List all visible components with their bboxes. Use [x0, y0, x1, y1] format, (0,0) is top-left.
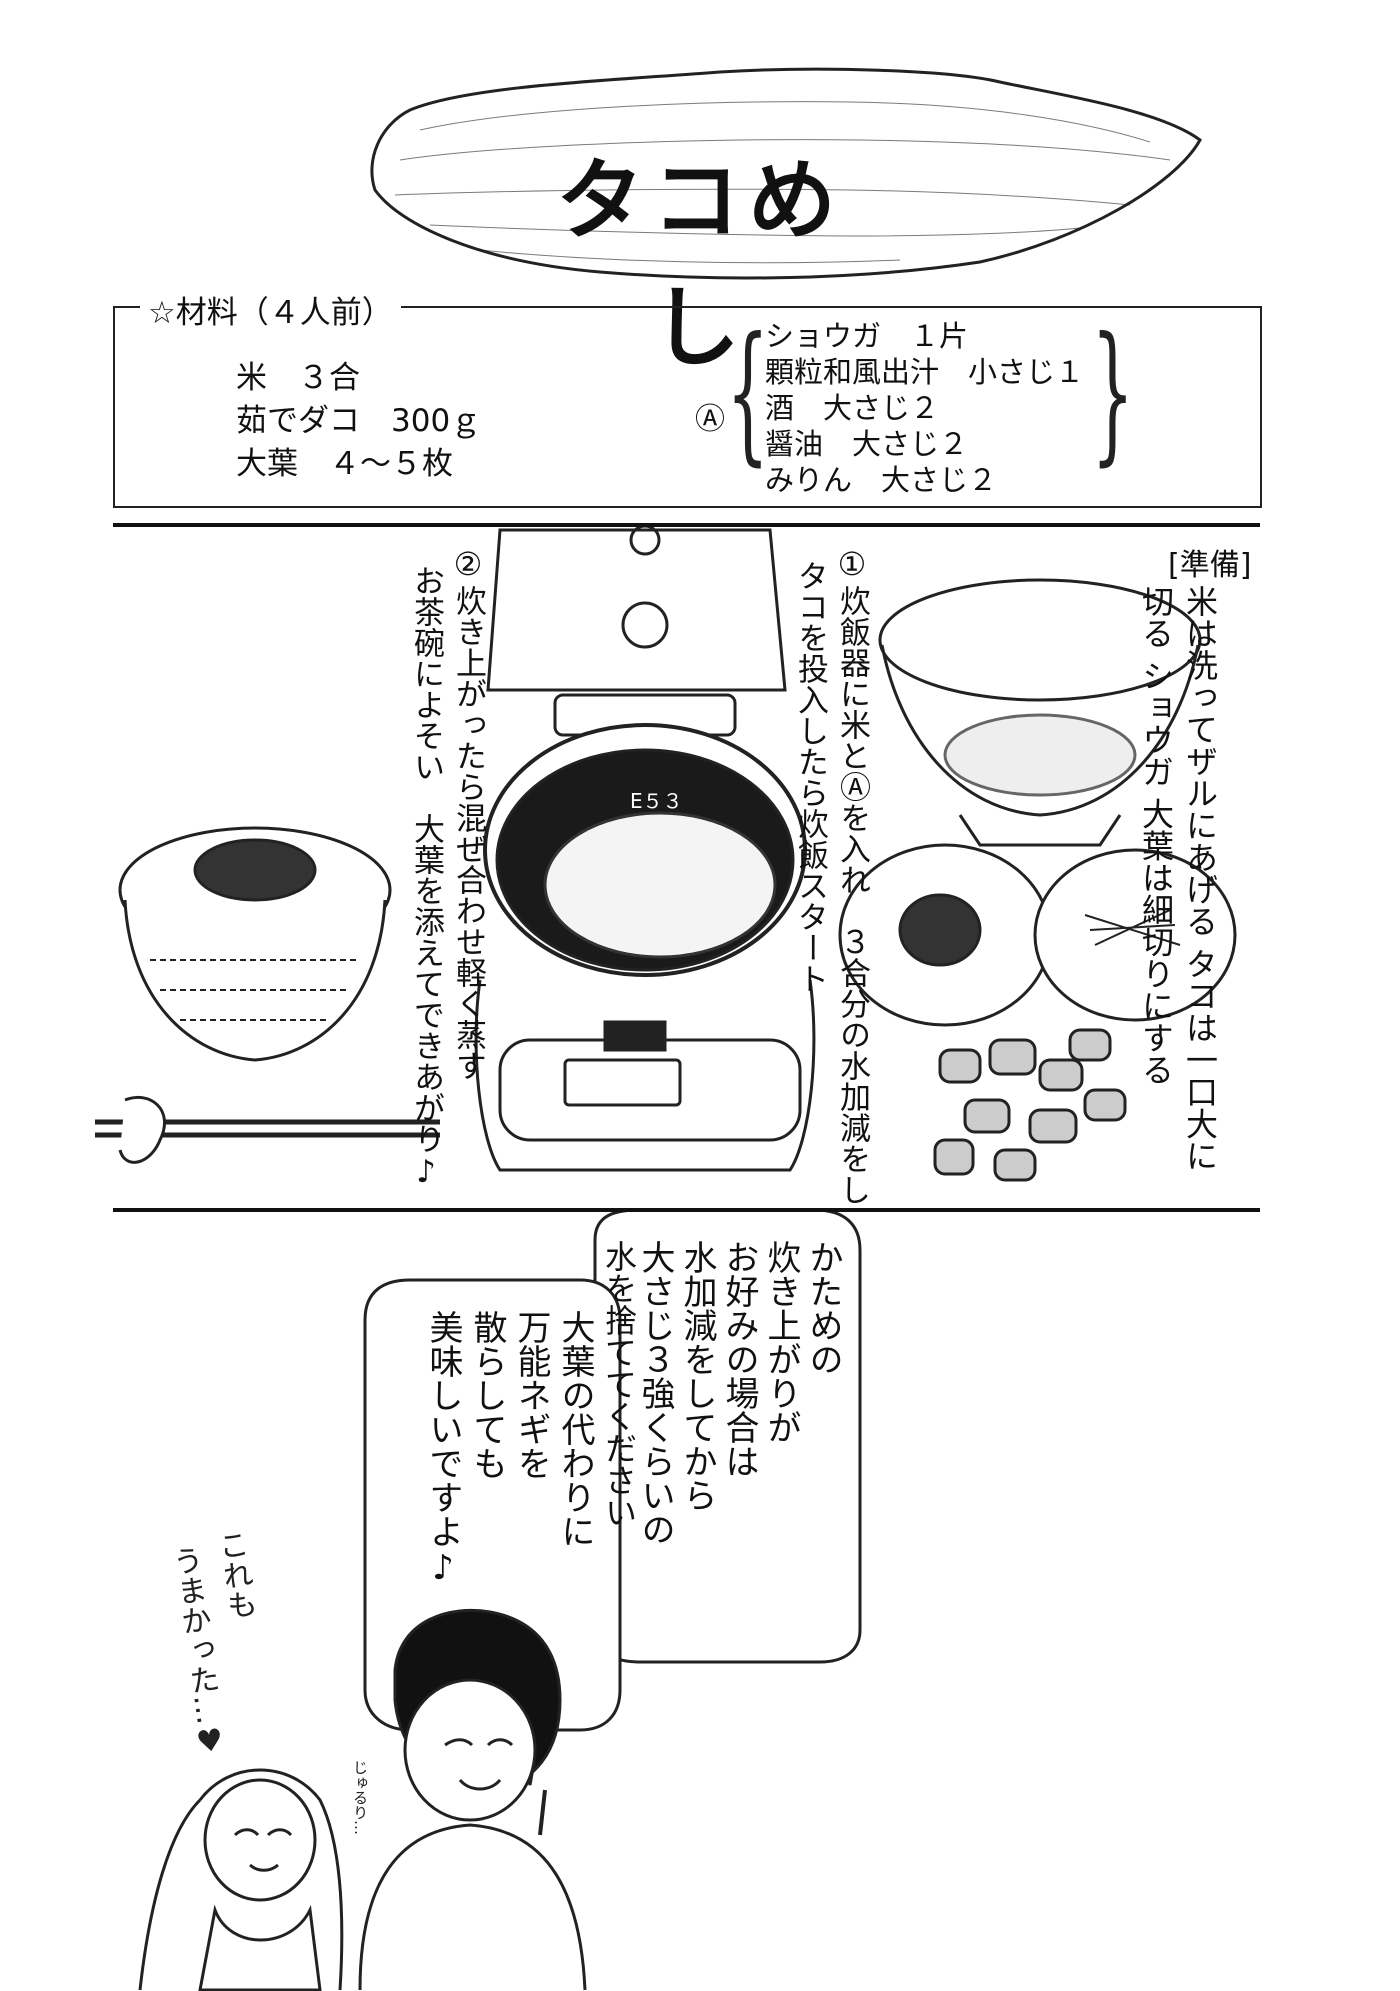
right-brace: }	[1091, 306, 1135, 480]
step2-number: ②	[449, 545, 487, 583]
left-brace: {	[726, 306, 770, 480]
ingredient-item: 大葉 ４～５枚	[236, 446, 453, 482]
seasoning-item: みりん 大さじ２	[765, 463, 998, 497]
section-divider-bottom	[113, 1208, 1260, 1212]
characters-illustration	[138, 1608, 587, 1991]
title-plate-illustration	[370, 67, 1202, 280]
rice-bowl-illustration	[95, 826, 440, 1164]
bubble-right-line: かための	[803, 1240, 843, 1376]
ingredient-item: 米 ３合	[236, 360, 360, 396]
bubble-left-line: 大葉の代わりに	[555, 1310, 595, 1548]
step1-number: ①	[833, 545, 871, 583]
colander-illustration	[878, 578, 1202, 847]
seasoning-item: 醤油 大さじ２	[765, 427, 969, 461]
bubble-right-line: 大さじ３強くらいの	[635, 1240, 675, 1546]
prep-label: [準備]	[1168, 548, 1252, 583]
bubble-right-line: 水加減をしてから	[677, 1240, 717, 1512]
section-divider-top	[113, 523, 1260, 527]
ingredient-item: 茹でダコ 300ｇ	[236, 403, 482, 439]
bubble-left-line: 美味しいですよ♪	[423, 1310, 463, 1588]
slurp-sfx: じゅるり…	[351, 1760, 369, 1835]
bubble-left-line: 万能ネギを	[511, 1310, 551, 1480]
seasonings-list: ショウガ １片 顆粒和風出汁 小さじ１ 酒 大さじ２ 醤油 大さじ２ みりん 大…	[765, 318, 1084, 498]
ingredients-box	[113, 306, 1262, 508]
step1-text-line: タコを投入したら炊飯スタート	[792, 560, 828, 994]
recipe-title: タコめし	[555, 149, 844, 379]
ingredients-header: ☆材料（４人前）	[140, 287, 401, 332]
bubble-right-line: 水を捨ててください	[600, 1240, 638, 1528]
step2-text-line: お茶碗によそい 大葉を添えてできあがり♪	[408, 565, 444, 1190]
prep-text-line: 米は洗ってザルにあげる タコは一口大に	[1181, 585, 1219, 1172]
bubble-left-line: 散らしても	[467, 1310, 507, 1480]
seasoning-item: 酒 大さじ２	[765, 391, 940, 425]
seasoning-item: 顆粒和風出汁 小さじ１	[765, 355, 1085, 389]
bubble-right-line: 炊き上がりが	[761, 1240, 801, 1444]
seasoning-item: ショウガ １片	[765, 319, 969, 353]
step2-text-line: 炊き上がったら混ぜ合わせ軽く蒸す	[450, 585, 486, 1081]
bubble-right-line: お好みの場合は	[719, 1240, 759, 1478]
octopus-pieces-illustration	[933, 1028, 1127, 1182]
seasoning-marker: Ⓐ	[695, 402, 725, 437]
prep-text-line: 切る ショウガ 大葉は細切りにする	[1137, 585, 1175, 1086]
main-ingredients-list: 米 ３合 茹でダコ 300ｇ 大葉 ４～５枚	[236, 357, 481, 486]
garnish-plates-illustration	[838, 843, 1237, 1027]
water-level-marks: E５３	[630, 789, 683, 813]
rice-cooker-illustration	[474, 524, 816, 1172]
step1-text-line: 炊飯器に米とⒶを入れ ３合分の水加減をし	[834, 585, 870, 1205]
